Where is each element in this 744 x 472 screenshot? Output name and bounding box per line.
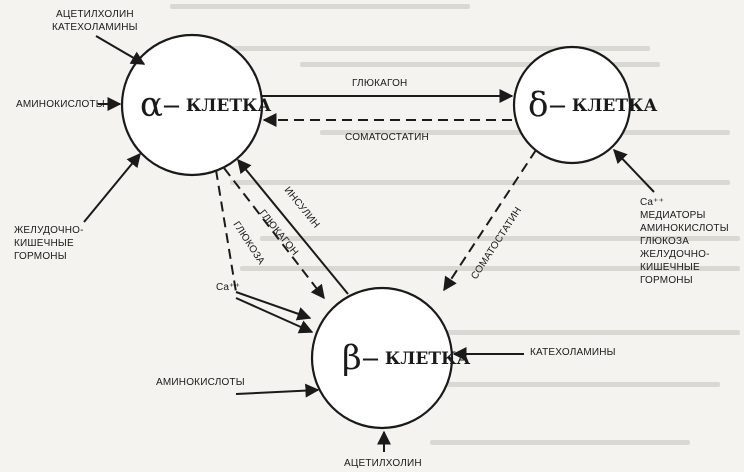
input-acetylcholine-beta: АЦЕТИЛХОЛИН <box>344 458 422 469</box>
beta-symbol: β <box>342 338 362 378</box>
input-gi-hormones-alpha-2: КИШЕЧНЫЕ <box>14 238 74 249</box>
arrow-glucose-to-beta <box>235 291 312 321</box>
input-glucose-delta: ГЛЮКОЗА <box>640 236 689 247</box>
input-gi-hormones-alpha-3: ГОРМОНЫ <box>14 251 67 262</box>
alpha-inputs: АЦЕТИЛХОЛИН КАТЕХОЛАМИНЫ АМИНОКИСЛОТЫ ЖЕ… <box>14 9 146 262</box>
delta-cell: δ — КЛЕТКА <box>512 45 657 165</box>
edge-label-glucagon-top: ГЛЮКАГОН <box>352 78 407 89</box>
arrow-glucagon-alpha-to-beta <box>223 167 325 300</box>
alpha-cell: α — КЛЕТКА <box>120 33 271 177</box>
input-mediators-delta: МЕДИАТОРЫ <box>640 210 706 221</box>
arrow-insulin-beta-to-alpha <box>237 158 349 295</box>
input-aminoacids-beta: АМИНОКИСЛОТЫ <box>156 377 245 388</box>
beta-cell-label: — КЛЕТКА <box>362 349 470 369</box>
delta-cell-label: — КЛЕТКА <box>549 96 657 116</box>
arrow-ca-to-beta <box>235 297 314 334</box>
input-gi-hormones-alpha-1: ЖЕЛУДОЧНО- <box>14 225 84 236</box>
alpha-cell-label: — КЛЕТКА <box>163 96 271 116</box>
input-catecholamines-beta: КАТЕХОЛАМИНЫ <box>530 347 616 358</box>
delta-inputs: Ca⁺⁺ МЕДИАТОРЫ АМИНОКИСЛОТЫ ГЛЮКОЗА ЖЕЛУ… <box>613 148 729 286</box>
arrow-somatostatin-delta-to-beta <box>443 149 537 292</box>
input-aminoacids-delta: АМИНОКИСЛОТЫ <box>640 223 729 234</box>
arrow-gi-hormones-to-alpha <box>83 152 141 223</box>
input-gi-delta-1: ЖЕЛУДОЧНО- <box>640 249 710 260</box>
input-acetylcholine-alpha: АЦЕТИЛХОЛИН <box>56 9 134 20</box>
line-glucose-dashed <box>215 169 237 293</box>
arrow-hormones-to-alpha <box>95 35 146 65</box>
input-gi-delta-2: КИШЕЧНЫЕ <box>640 262 700 273</box>
edge-label-insulin: ИНСУЛИН <box>282 185 322 231</box>
edge-label-glucagon-middle: ГЛЮКАГОН <box>257 208 300 258</box>
input-gi-delta-3: ГОРМОНЫ <box>640 275 693 286</box>
alpha-symbol: α <box>140 85 163 125</box>
input-ca-delta: Ca⁺⁺ <box>640 197 664 208</box>
beta-inputs: Ca⁺⁺ АМИНОКИСЛОТЫ КАТЕХОЛАМИНЫ АЦЕТИЛХОЛ… <box>156 282 616 469</box>
delta-symbol: δ <box>528 85 548 125</box>
input-catecholamines-alpha: КАТЕХОЛАМИНЫ <box>52 22 138 33</box>
alpha-delta-edges: ГЛЮКАГОН СОМАТОСТАТИН <box>262 78 514 143</box>
edge-label-somatostatin-top: СОМАТОСТАТИН <box>345 132 429 143</box>
beta-cell: β — КЛЕТКА <box>310 286 470 430</box>
input-aminoacids-alpha: АМИНОКИСЛОТЫ <box>16 99 105 110</box>
arrow-inputs-to-delta <box>613 148 655 193</box>
edge-label-glucose: ГЛЮКОЗА <box>230 220 266 267</box>
input-ca-beta: Ca⁺⁺ <box>216 282 240 293</box>
arrow-aminoacids-to-beta <box>235 383 320 398</box>
